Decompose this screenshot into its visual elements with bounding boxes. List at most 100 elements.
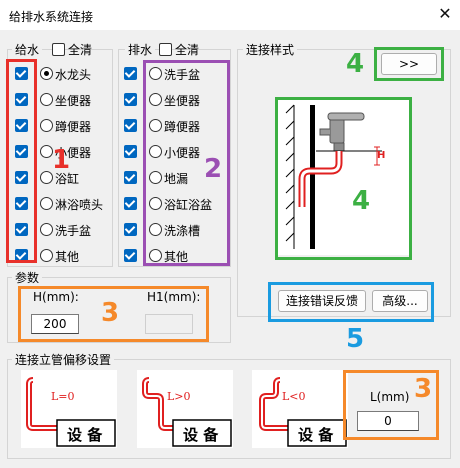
drain-item-checkbox[interactable]: [124, 93, 137, 106]
drain-clear-all-label: 全清: [175, 43, 200, 57]
offset-diagram: L=0 设 备: [21, 370, 117, 448]
supply-item-checkbox[interactable]: [15, 119, 28, 132]
annotation-number-4-expand: 4: [346, 49, 365, 79]
drain-item-radio[interactable]: [149, 145, 162, 158]
annotation-box-2: [143, 60, 230, 266]
supply-item-checkbox[interactable]: [15, 145, 28, 158]
offset-formula: L<0: [282, 390, 306, 403]
connection-style-diagram: H: [276, 99, 410, 255]
offset-formula: L=0: [51, 390, 75, 403]
connection-style-group: [237, 49, 451, 317]
device-label: 设 备: [183, 426, 219, 444]
supply-item-label: 淋浴喷头: [55, 198, 104, 212]
supply-item-checkbox[interactable]: [15, 223, 28, 236]
annotation-box-4-expand: [374, 47, 444, 81]
offset-diagram: L<0 设 备: [252, 370, 348, 448]
drain-item-label: 坐便器: [164, 94, 201, 108]
device-label: 设 备: [298, 426, 334, 444]
offset-pipe-drawing: [142, 377, 232, 447]
drain-item-radio[interactable]: [149, 93, 162, 106]
window-title: 给排水系统连接: [9, 10, 94, 24]
h-label: H(mm):: [33, 290, 79, 304]
annotation-box-4-diagram: [275, 97, 412, 260]
offset-formula: L>0: [167, 390, 191, 403]
supply-item-label: 蹲便器: [55, 120, 92, 134]
offset-pipe-drawing: [26, 377, 116, 447]
supply-item-label: 其他: [55, 250, 80, 264]
drain-clear-all-checkbox[interactable]: [159, 43, 172, 56]
annotation-number-1: 1: [52, 145, 71, 175]
drain-item-label: 小便器: [164, 146, 201, 160]
offset-group: [7, 359, 451, 459]
supply-item-label: 洗手盆: [55, 224, 92, 238]
drain-item-radio[interactable]: [149, 197, 162, 210]
faucet-connection-drawing: [285, 104, 382, 249]
drain-item-label: 地漏: [164, 172, 189, 186]
l-input[interactable]: 0: [357, 411, 419, 431]
h1-label: H1(mm):: [147, 290, 201, 304]
supply-item-radio[interactable]: [40, 223, 53, 236]
drain-item-radio[interactable]: [149, 249, 162, 262]
supply-item-radio[interactable]: [40, 119, 53, 132]
drain-item-checkbox[interactable]: [124, 145, 137, 158]
drain-item-radio[interactable]: [149, 119, 162, 132]
expand-button[interactable]: >>: [381, 53, 437, 75]
supply-item-radio[interactable]: [40, 171, 53, 184]
supply-item-radio[interactable]: [40, 249, 53, 262]
drain-item-label: 其他: [164, 250, 189, 264]
supply-item-checkbox[interactable]: [15, 249, 28, 262]
supply-item-radio[interactable]: [40, 67, 53, 80]
supply-item-checkbox[interactable]: [15, 171, 28, 184]
title-bar: [0, 0, 460, 30]
h1-input[interactable]: [145, 314, 193, 334]
connection-error-feedback-button[interactable]: 连接错误反馈: [278, 290, 366, 312]
drain-item-checkbox[interactable]: [124, 119, 137, 132]
supply-item-label: 浴缸: [55, 172, 80, 186]
drain-item-radio[interactable]: [149, 223, 162, 236]
drain-item-label: 蹲便器: [164, 120, 201, 134]
supply-item-label: 水龙头: [55, 68, 92, 82]
supply-item-radio[interactable]: [40, 93, 53, 106]
annotation-number-2: 2: [204, 154, 223, 184]
supply-item-label: 小便器: [55, 146, 92, 160]
supply-item-radio[interactable]: [40, 145, 53, 158]
annotation-box-3-params: [18, 286, 209, 342]
annotation-number-5: 5: [346, 324, 365, 354]
annotation-number-3-offset: 3: [414, 374, 433, 404]
drain-item-checkbox[interactable]: [124, 223, 137, 236]
device-label: 设 备: [67, 426, 103, 444]
drain-item-checkbox[interactable]: [124, 249, 137, 262]
drain-item-checkbox[interactable]: [124, 67, 137, 80]
supply-item-checkbox[interactable]: [15, 67, 28, 80]
supply-item-checkbox[interactable]: [15, 197, 28, 210]
annotation-box-5: [268, 282, 434, 322]
annotation-box-3-offset: [343, 370, 439, 440]
params-group: [7, 277, 231, 343]
drain-item-radio[interactable]: [149, 67, 162, 80]
drain-item-label: 浴缸浴盆: [164, 198, 213, 212]
drain-item-checkbox[interactable]: [124, 197, 137, 210]
connection-style-label: 连接样式: [243, 41, 298, 58]
supply-item-label: 坐便器: [55, 94, 92, 108]
supply-item-radio[interactable]: [40, 197, 53, 210]
h-input[interactable]: 200: [31, 314, 79, 334]
supply-clear-all-label: 全清: [68, 43, 93, 57]
offset-pipe-drawing: [259, 377, 347, 447]
annotation-box-1: [6, 59, 37, 263]
annotation-number-4-diagram: 4: [352, 186, 371, 216]
drain-item-label: 洗涤槽: [164, 224, 201, 238]
drain-item-checkbox[interactable]: [124, 171, 137, 184]
advanced-button[interactable]: 高级...: [372, 290, 428, 312]
close-icon[interactable]: ✕: [438, 4, 452, 23]
supply-clear-all-checkbox[interactable]: [52, 43, 65, 56]
drain-group-label: 排水: [125, 41, 156, 58]
offset-group-label: 连接立管偏移设置: [12, 351, 115, 368]
drain-group: [118, 49, 231, 267]
supply-item-checkbox[interactable]: [15, 93, 28, 106]
annotation-number-3-params: 3: [101, 298, 120, 328]
offset-diagram: L>0 设 备: [137, 370, 233, 448]
dimension-h-label: H: [377, 150, 386, 161]
drain-item-radio[interactable]: [149, 171, 162, 184]
params-group-label: 参数: [12, 269, 43, 286]
l-label: L(mm): [370, 390, 410, 404]
